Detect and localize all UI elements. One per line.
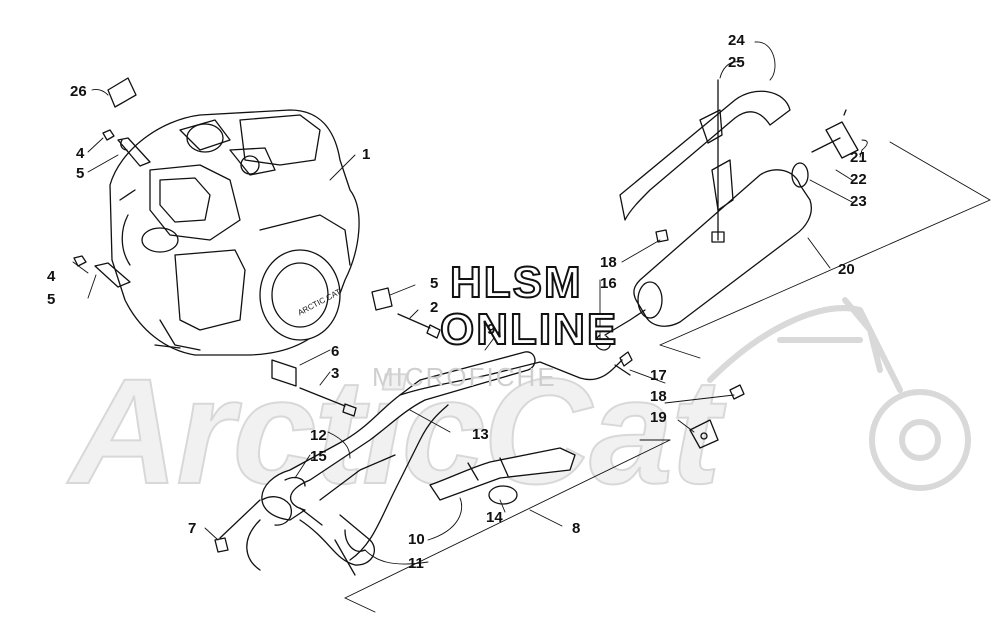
callout-5-lower: 5	[47, 291, 56, 308]
group-outline-20	[659, 141, 991, 359]
group-outline-8	[344, 439, 671, 613]
callout-18-upper: 18	[600, 254, 617, 271]
spark-arrestor	[791, 109, 859, 188]
watermark-hlsm: HLSM	[449, 257, 583, 308]
callout-16: 16	[600, 275, 617, 292]
callout-4-upper: 4	[76, 145, 85, 162]
watermark-online: ONLINE	[439, 304, 619, 355]
muffler-20	[595, 169, 812, 351]
mount-bolt-upper	[102, 129, 151, 167]
callout-5-right: 5	[430, 275, 439, 292]
brand-watermark: ArcticCat	[69, 346, 722, 516]
mount-bolt-lower	[73, 255, 131, 288]
leader-lines	[72, 41, 868, 565]
callout-19: 19	[650, 409, 667, 426]
callout-3: 3	[331, 365, 340, 382]
callout-5-upper: 5	[76, 165, 85, 182]
callout-17: 17	[650, 367, 667, 384]
callout-6: 6	[331, 343, 340, 360]
watermark-microfiche: MICROFICHE	[372, 362, 557, 392]
callout-15: 15	[310, 448, 327, 465]
callout-11: 11	[408, 555, 424, 572]
callout-7: 7	[188, 520, 197, 537]
callout-1: 1	[362, 146, 371, 163]
callout-25: 25	[728, 54, 745, 71]
callout-8: 8	[572, 520, 581, 537]
bolt-5-2	[371, 287, 441, 339]
callout-22: 22	[850, 171, 867, 188]
bolt-6-3	[271, 359, 357, 417]
callout-20: 20	[838, 261, 855, 278]
bracket-19	[689, 384, 745, 449]
callout-4-lower: 4	[47, 268, 56, 285]
callout-12: 12	[310, 427, 327, 444]
motorcycle-watermark	[707, 297, 971, 491]
gasket-15	[284, 476, 306, 487]
bolt-7	[214, 499, 261, 553]
clamp-14	[488, 485, 518, 505]
callout-10: 10	[408, 531, 425, 548]
callout-26: 26	[70, 83, 87, 100]
callout-9: 9	[487, 321, 496, 338]
spring-17	[614, 351, 633, 376]
callout-18-lower: 18	[650, 388, 667, 405]
heat-shield-24	[619, 79, 791, 243]
callout-2: 2	[430, 299, 439, 316]
callout-24: 24	[728, 32, 745, 49]
grommet-18-upper	[655, 229, 669, 243]
sleeve-26	[107, 77, 137, 108]
header-pipes	[246, 351, 623, 576]
engine-assembly	[109, 109, 360, 356]
callout-21: 21	[850, 149, 867, 166]
callout-14: 14	[486, 509, 503, 526]
callout-23: 23	[850, 193, 867, 210]
callout-13: 13	[472, 426, 489, 443]
